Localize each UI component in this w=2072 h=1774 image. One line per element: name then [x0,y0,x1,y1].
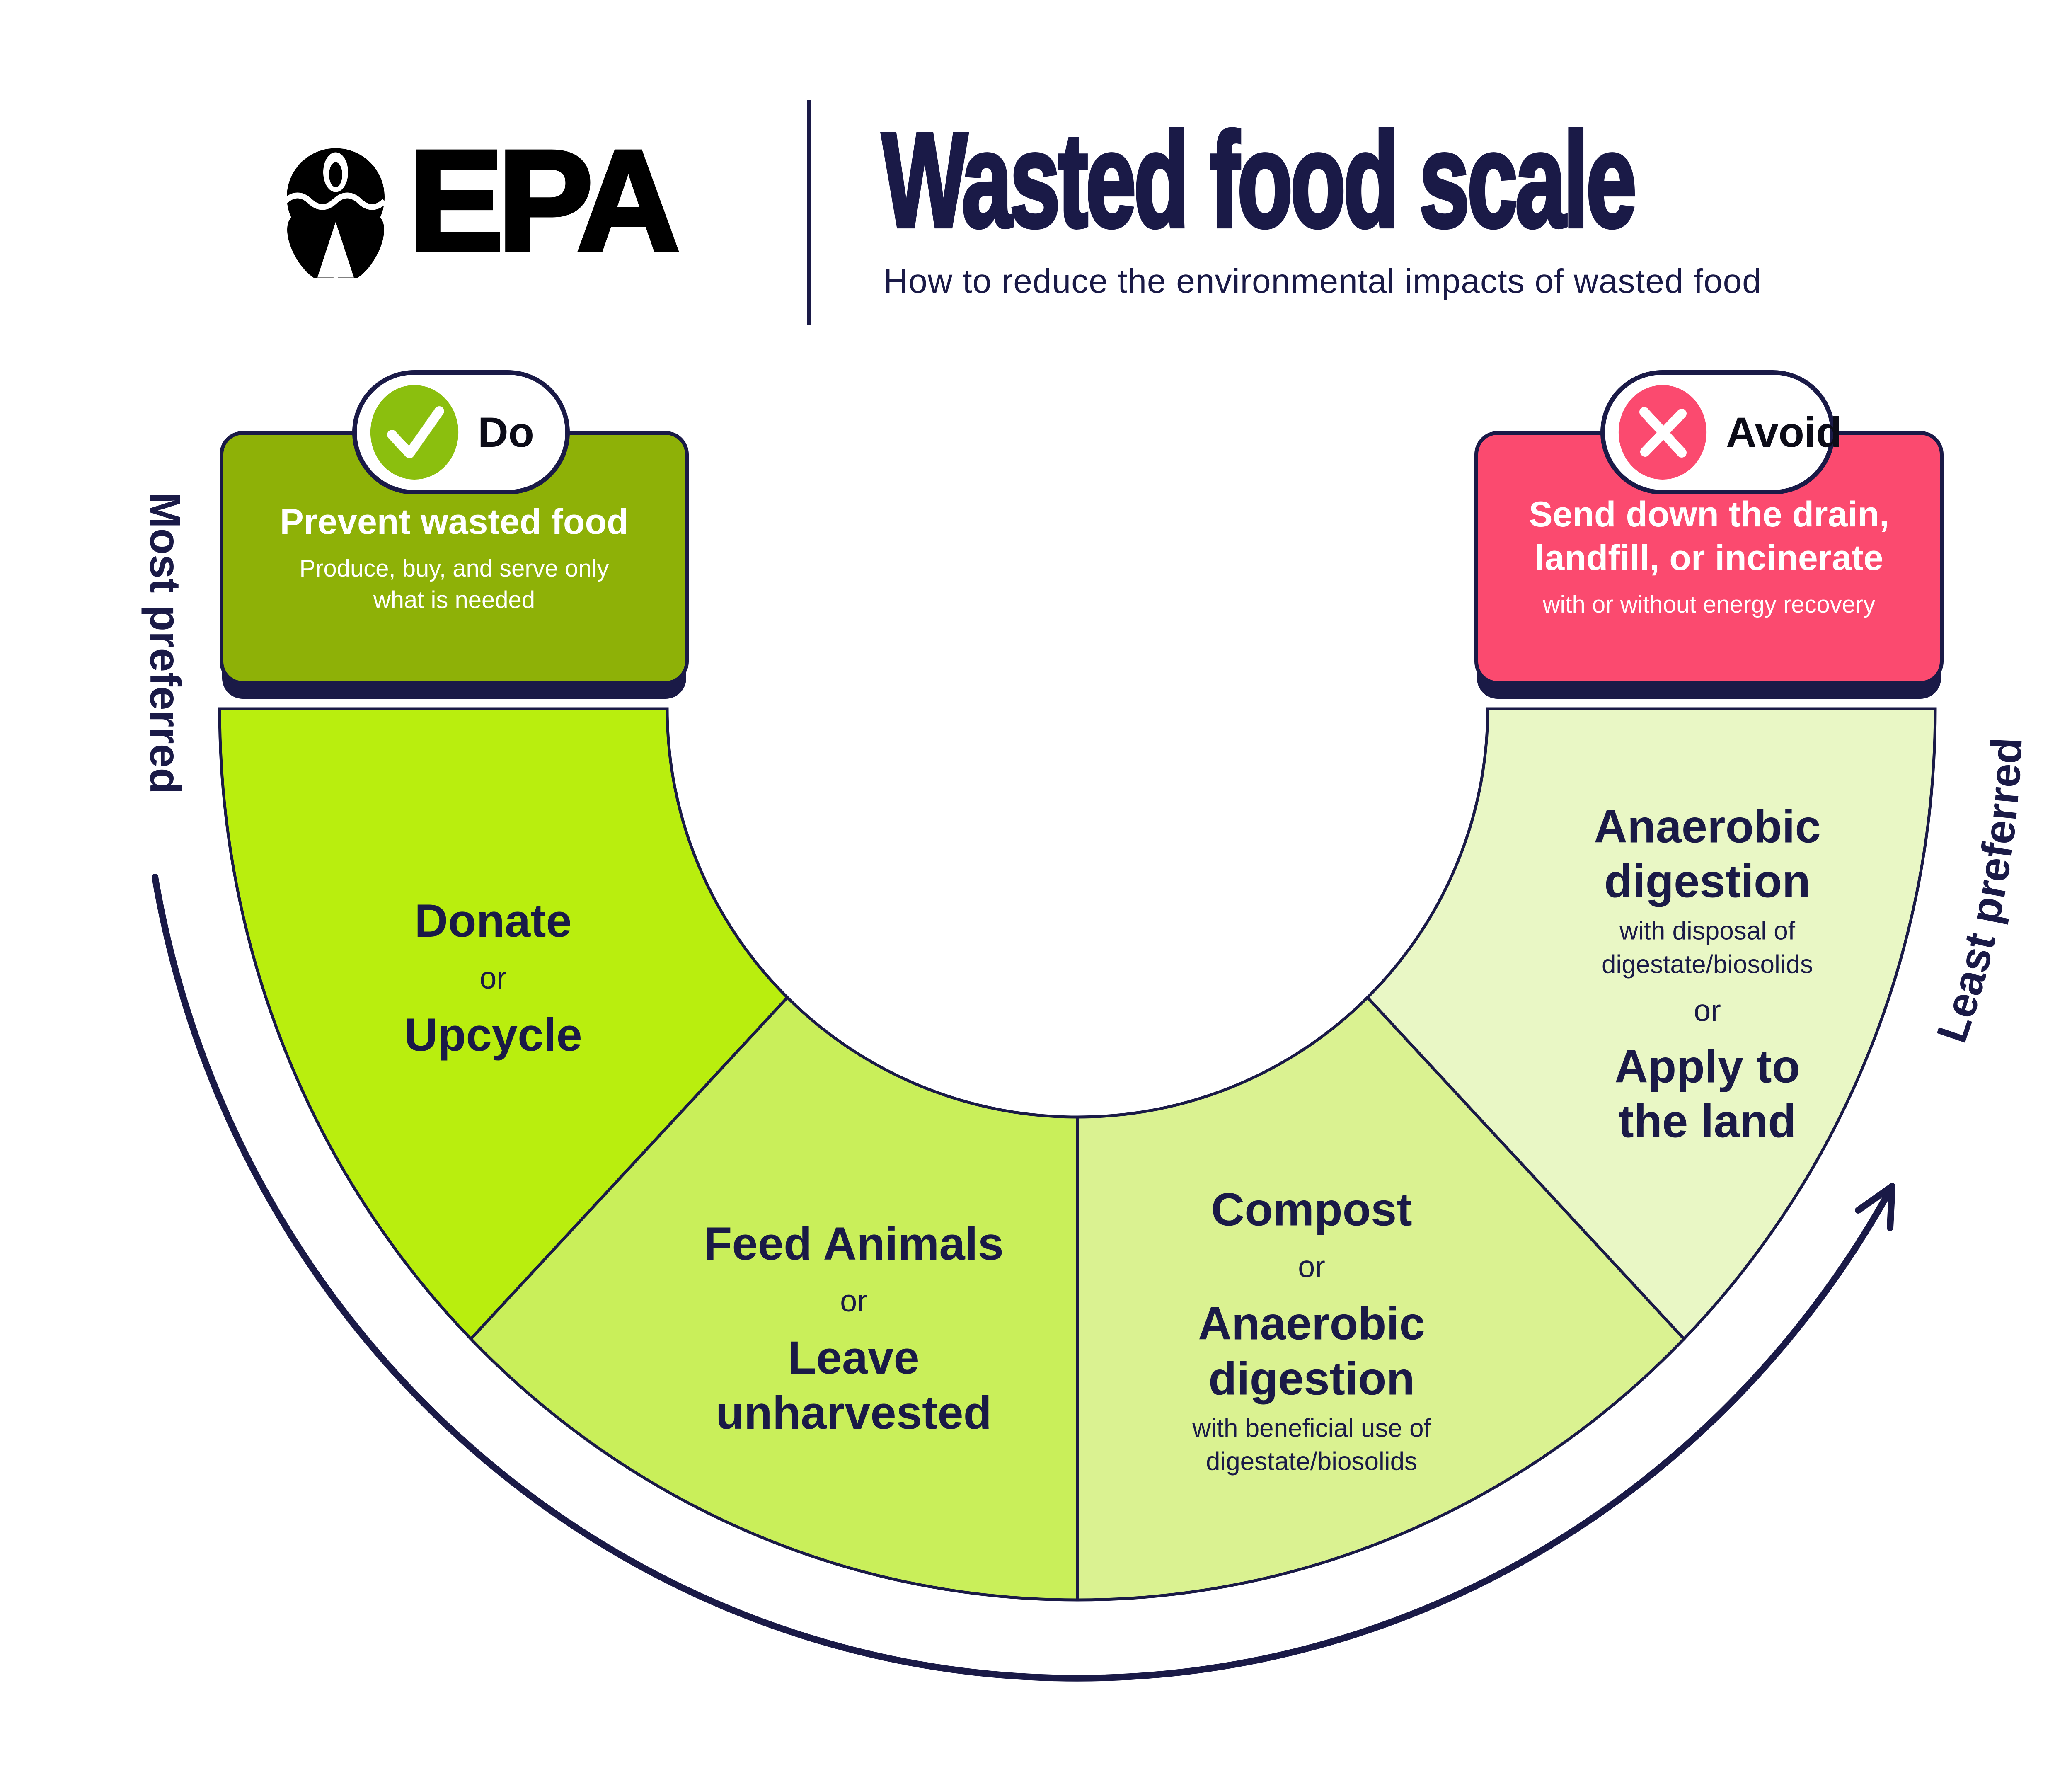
segment-feed-animals [469,995,1079,1602]
epa-flower-leaves [287,215,384,278]
epa-flower-bud [329,162,342,187]
preference-arrow-arc [152,874,1895,1682]
segment-compost [1076,995,1686,1602]
do-panel-title: Prevent wasted food [280,502,629,542]
segment-anaerobic-or: or [1694,993,1721,1028]
epa-logo-text: EPA [406,121,682,281]
check-icon [370,385,459,480]
x-icon [1618,385,1707,480]
segment-donate-text: Donate or Upcycle [303,894,684,1063]
segment-compost-secondary: Anaerobic digestion [1198,1297,1425,1405]
preference-arrowhead [1855,1183,1895,1231]
segment-anaerobic-digestion [1365,707,1937,1341]
avoid-badge: Avoid [1600,370,1842,494]
segment-feed-animals-secondary: Leave unharvested [716,1332,992,1439]
segment-compost-text: Compost or Anaerobic digestion with bene… [1092,1183,1531,1479]
segment-feed-animals-or: or [840,1284,867,1318]
header-divider [807,100,811,325]
segment-donate [218,707,789,1341]
segment-feed-animals-primary: Feed Animals [703,1218,1004,1270]
most-preferred-label: Most preferred [141,492,189,794]
segment-compost-or: or [1298,1249,1325,1284]
segment-anaerobic-secondary: Apply to the land [1615,1040,1800,1147]
avoid-panel-description: with or without energy recovery [1542,591,1876,618]
segment-donate-or: or [479,961,507,996]
segment-donate-primary: Donate [414,895,572,947]
segment-anaerobic-primary: Anaerobic digestion [1594,800,1821,907]
segment-compost-primary: Compost [1211,1183,1412,1236]
segment-anaerobic-note: with disposal of digestate/biosolids [1601,916,1813,979]
segment-anaerobic-text: Anaerobic digestion with disposal of dig… [1498,799,1917,1149]
epa-flower-icon [283,148,387,278]
do-badge-label: Do [478,408,534,456]
avoid-badge-label: Avoid [1726,408,1842,456]
page-title: Wasted food scale [881,104,1638,255]
do-panel-description: Produce, buy, and serve only what is nee… [299,555,609,614]
page-subtitle: How to reduce the environmental impacts … [884,262,1762,300]
segment-feed-animals-text: Feed Animals or Leave unharvested [651,1217,1057,1440]
segment-compost-note: with beneficial use of digestate/biosoli… [1192,1414,1431,1476]
epa-flower-waterline [283,192,387,210]
do-badge: Do [352,370,570,494]
avoid-panel-title: Send down the drain, landfill, or incine… [1529,494,1889,578]
least-preferred-label: Least preferred [1927,737,2031,1049]
segment-donate-secondary: Upcycle [404,1009,582,1061]
